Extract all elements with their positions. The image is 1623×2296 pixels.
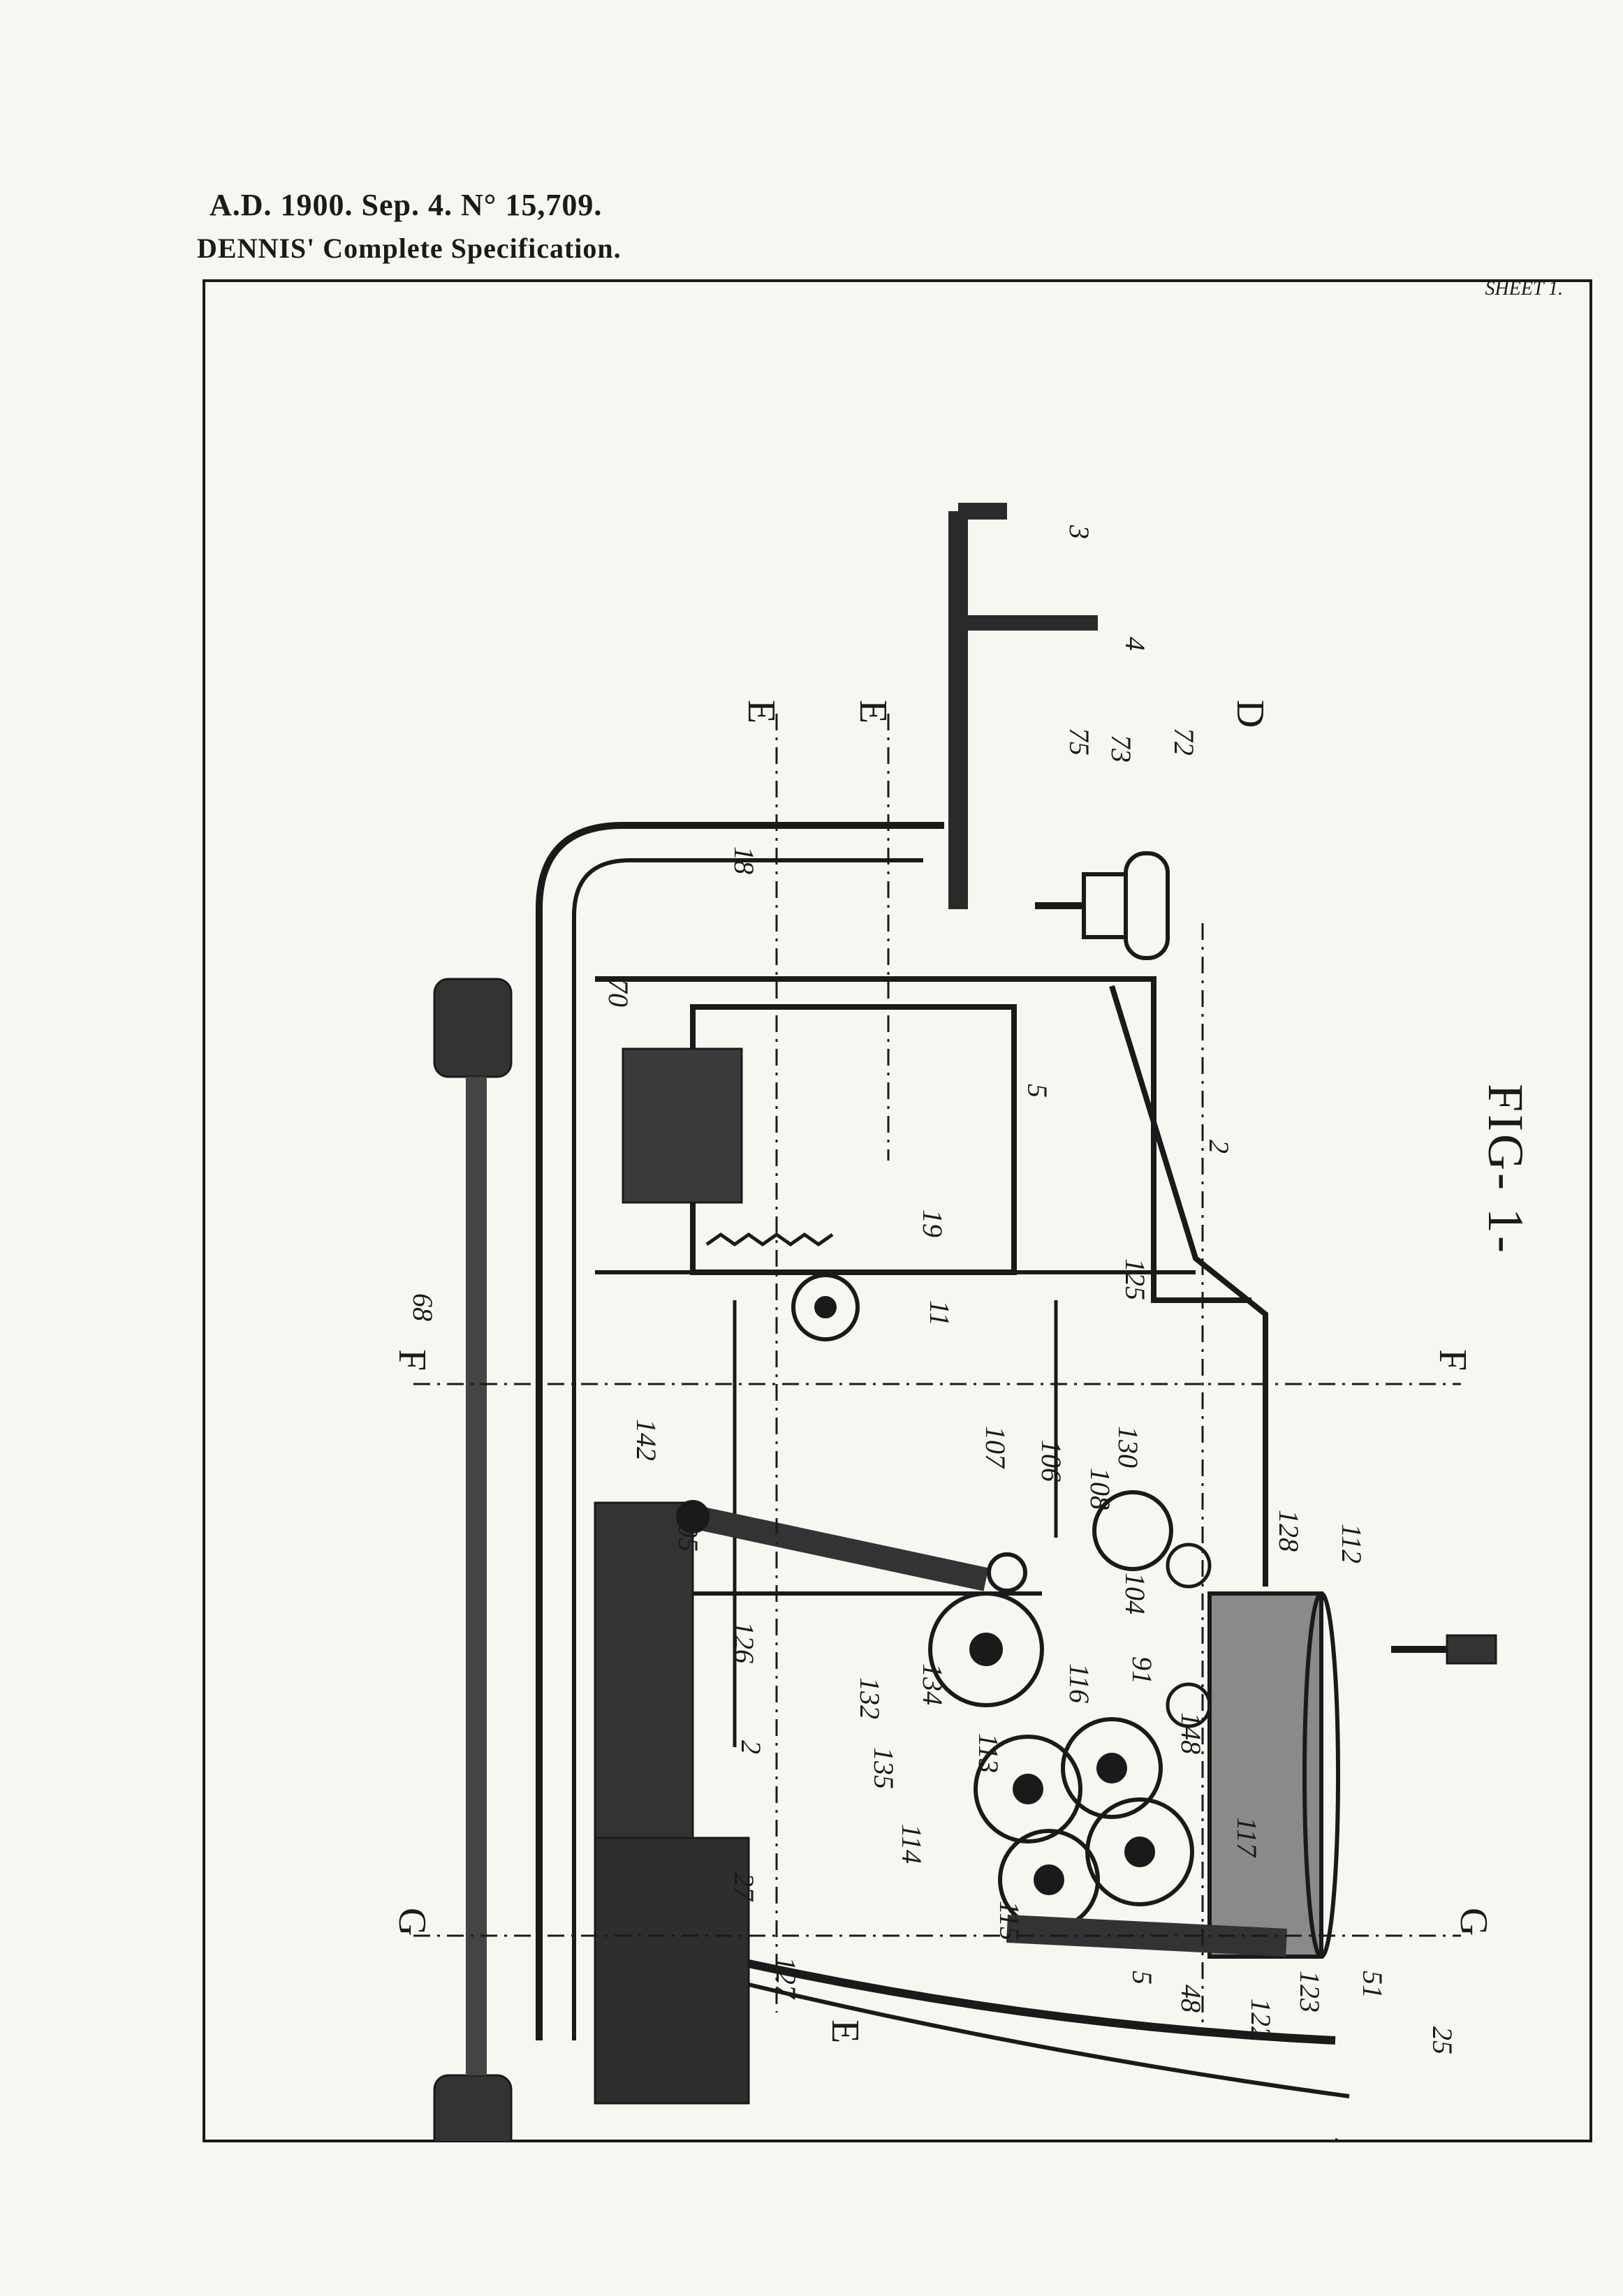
section-label-g-right: G	[1452, 1908, 1495, 1936]
part-label: 135	[868, 1747, 899, 1789]
part-label: 11	[924, 1300, 955, 1326]
part-label: 123	[1294, 1971, 1325, 2012]
part-label: 70	[603, 979, 634, 1007]
part-label: 19	[917, 1209, 948, 1237]
section-label-e-bottom: E	[823, 2019, 867, 2043]
part-label: 113	[973, 1733, 1004, 1773]
patent-header-date-number: A.D. 1900. Sep. 4. N° 15,709.	[210, 188, 603, 222]
part-label: 142	[631, 1419, 662, 1461]
part-label: 116	[1064, 1663, 1095, 1703]
part-label: 3	[1064, 524, 1095, 539]
section-label-e-left: E	[740, 700, 783, 723]
part-label: 105	[673, 1510, 704, 1552]
part-label: 91	[1126, 1656, 1158, 1684]
drawing-frame	[203, 279, 1592, 2142]
part-label: 108	[1085, 1468, 1116, 1510]
part-label: 2	[735, 1740, 767, 1754]
part-label: 26	[1329, 2138, 1360, 2141]
part-labels: 3 4 72 73 75 18 70 5 19 11 2 125 68 142 …	[407, 524, 1458, 2141]
part-label: 127	[770, 1957, 802, 2000]
drawing-svg: D D E E E F F G G FIG- 1- 3 4 72 73 75 1…	[390, 503, 1534, 2141]
section-label-f-right: F	[1431, 1349, 1474, 1371]
part-label: 51	[1357, 1971, 1388, 1999]
figure-title: FIG- 1-	[1478, 1084, 1534, 1256]
part-label: 68	[407, 1293, 439, 1321]
part-label: 115	[994, 1901, 1025, 1941]
part-label: 72	[1168, 728, 1200, 756]
part-label: 126	[728, 1621, 760, 1663]
patent-header-specification: DENNIS' Complete Specification.	[197, 233, 622, 264]
section-label-e-right: E	[851, 700, 895, 723]
section-label-g-left: G	[390, 1908, 434, 1936]
part-label: 107	[980, 1426, 1011, 1469]
mechanical-drawing: D D E E E F F G G FIG- 1- 3 4 72 73 75 1…	[204, 281, 1591, 2141]
part-label: 125	[1119, 1258, 1151, 1300]
part-label: 132	[854, 1677, 886, 1719]
part-label: 2	[1203, 1140, 1235, 1154]
part-label: 122	[1245, 1999, 1277, 2040]
part-label: 130	[1112, 1426, 1144, 1468]
part-label: 112	[1336, 1524, 1367, 1563]
part-label: 4	[1119, 637, 1151, 651]
part-label: 114	[896, 1824, 927, 1864]
part-label: 128	[1273, 1510, 1305, 1552]
part-label: 75	[1064, 728, 1095, 756]
part-label: 5	[1022, 1084, 1053, 1098]
section-label-f-left: F	[390, 1349, 434, 1371]
machine-outline	[433, 503, 1497, 2141]
part-label: 5	[1126, 1971, 1158, 1985]
part-label: 27	[728, 1873, 760, 1902]
part-label: 117	[1231, 1817, 1263, 1858]
section-labels: D D E E E F F G G	[390, 700, 1495, 2043]
part-label: 104	[1119, 1573, 1151, 1614]
part-label: 148	[1175, 1712, 1207, 1754]
part-label: 18	[728, 846, 760, 874]
part-label: 48	[1175, 1985, 1207, 2012]
part-label: 106	[1036, 1440, 1067, 1482]
section-lines	[413, 714, 1461, 2026]
section-label-d-top: D	[1228, 700, 1272, 728]
part-label: 25	[1427, 2026, 1458, 2054]
part-label: 73	[1106, 735, 1137, 763]
part-label: 134	[917, 1663, 948, 1705]
